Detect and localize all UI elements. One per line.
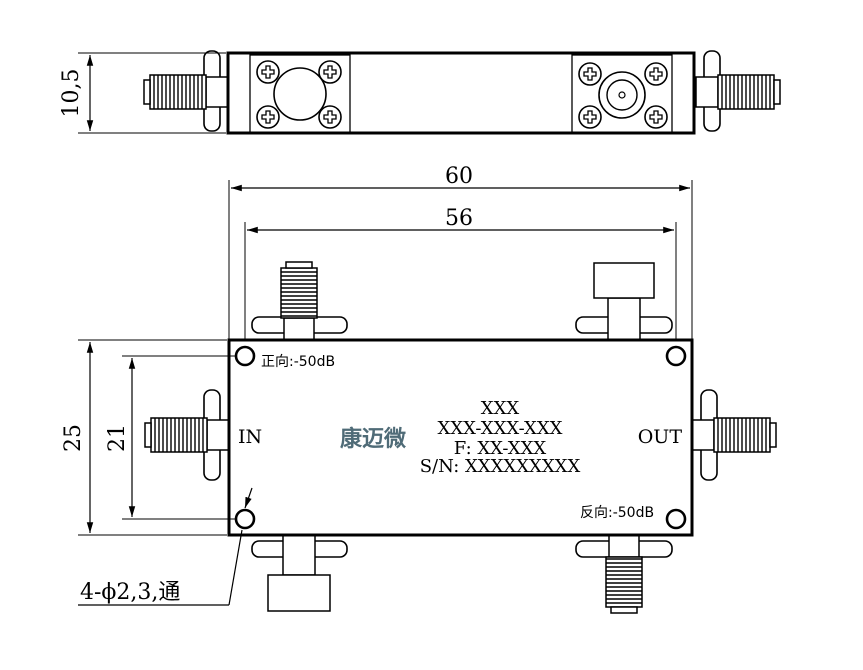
- serial-number: S/N: XXXXXXXXX: [420, 456, 581, 477]
- dimension-mount-width: 21: [105, 355, 235, 520]
- mounting-hole: [665, 508, 687, 530]
- mounting-hole: [665, 345, 687, 367]
- termination-load: [575, 262, 673, 341]
- model-line: XXX: [481, 398, 520, 419]
- port-out-label: OUT: [638, 426, 683, 448]
- coupled-port-connector: [251, 261, 348, 341]
- mounting-hole: [234, 508, 256, 530]
- hole-spec-label: 4-ϕ2,3,通: [80, 580, 180, 605]
- overall-length-label: 60: [445, 164, 473, 189]
- bottom-termination-load: [251, 534, 348, 612]
- dimension-overall-width: 25: [61, 339, 227, 536]
- mount-width-label: 21: [105, 424, 130, 452]
- height-side-label: 10,5: [59, 69, 84, 118]
- brand-logo: 康迈微: [340, 426, 406, 452]
- side-view-right-connector: [695, 50, 781, 132]
- bottom-port-connector: [575, 534, 673, 614]
- side-view-left-connector: [143, 50, 229, 132]
- dimension-mount-spacing: 56: [244, 206, 677, 340]
- hole-callout: 4-ϕ2,3,通: [78, 487, 253, 606]
- side-view-termination: [249, 54, 351, 134]
- dimension-overall-length: 60: [228, 164, 693, 340]
- dimension-side-height: 10,5: [59, 52, 226, 134]
- mount-spacing-label: 56: [445, 206, 473, 231]
- reverse-coupling-label: 反向:-50dB: [580, 505, 654, 521]
- mounting-hole: [234, 345, 256, 367]
- mounting-holes: [234, 345, 687, 530]
- overall-width-label: 25: [61, 424, 86, 452]
- forward-coupling-label: 正向:-50dB: [261, 354, 335, 370]
- coupler-housing: [227, 338, 694, 537]
- port-in-label: IN: [238, 426, 262, 448]
- top-view: 正向:-50dB 反向:-50dB IN OUT 康迈微 XXX XXX-XXX…: [144, 261, 777, 614]
- out-port-connector: [691, 389, 777, 481]
- side-view-coupled-port: [571, 54, 673, 134]
- part-number: XXX-XXX-XXX: [438, 418, 563, 439]
- side-view: 10,5: [59, 50, 781, 135]
- frequency-label: F: XX-XXX: [454, 438, 547, 459]
- in-port-connector: [144, 389, 230, 481]
